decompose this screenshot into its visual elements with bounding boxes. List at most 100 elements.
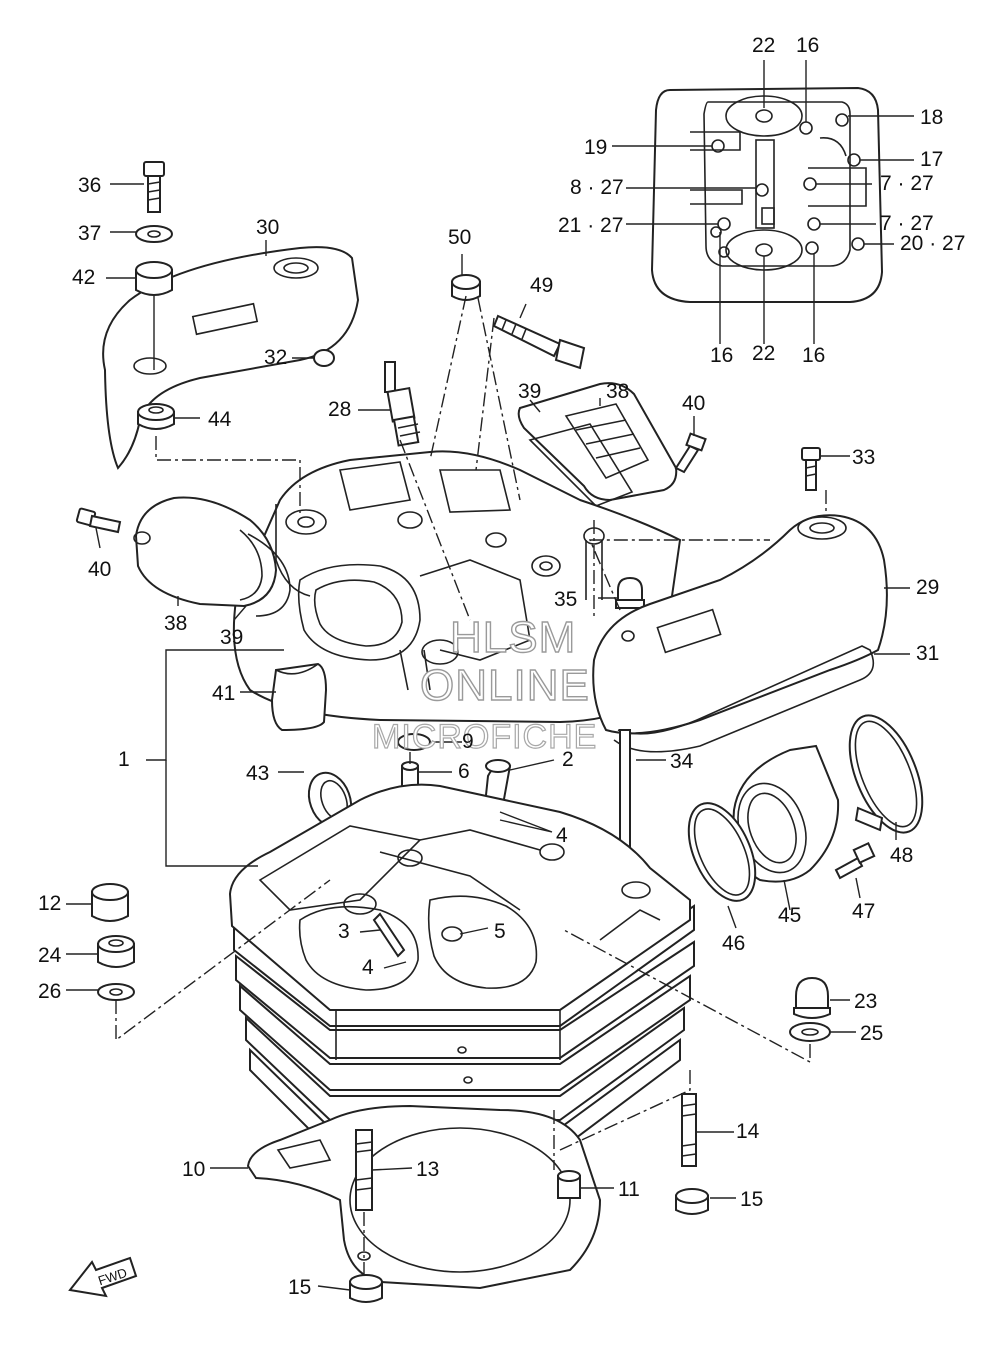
callout-label-l38a: 38 [164,612,187,635]
callout-label-l20: 20 · 27 [900,232,965,255]
inset-head-top-view [650,86,884,303]
callout-label-l11: 11 [618,1178,640,1201]
bolt-33 [801,447,821,491]
cylinder-head [228,783,695,1151]
callout-label-l41: 41 [212,682,235,705]
gasket-31 [613,645,875,753]
callout-label-l3: 3 [338,920,350,943]
tappet-cover-38-left [133,496,278,608]
callout-label-l1: 1 [118,748,130,771]
nut-15-lower [349,1274,383,1303]
callout-label-l22a: 22 [752,34,775,57]
cap-32 [313,349,335,367]
bolt-40-right [674,432,707,474]
bolt-47 [834,841,876,880]
o-ring-9 [397,733,431,751]
callout-label-l31: 31 [916,642,939,665]
callout-label-l8: 8 · 27 [570,176,624,199]
tappet-cover-38-right [517,382,678,502]
callout-label-l23: 23 [854,990,877,1013]
callout-label-l44: 44 [208,408,232,431]
callout-label-l15a: 15 [740,1188,763,1211]
callout-label-l26: 26 [38,980,61,1003]
head-gasket-10 [246,1104,602,1290]
leader-lines [66,60,914,1291]
watermark: HLSM ONLINE MICROFICHE [371,612,597,756]
callout-label-l5: 5 [494,920,506,943]
bolt-49 [492,314,586,370]
callout-label-l18: 18 [920,106,943,129]
callout-label-l45: 45 [778,904,801,927]
alignment-lines [115,295,827,1280]
callout-label-l22b: 22 [752,342,775,365]
dowel-6 [401,761,419,787]
watermark-line3: MICROFICHE [372,718,597,756]
stem-3 [372,912,406,958]
callout-label-l2: 2 [562,748,574,771]
callout-label-l24: 24 [38,944,62,967]
callout-label-l34: 34 [670,750,694,773]
callout-label-l49: 49 [530,274,553,297]
callout-label-l30: 30 [256,216,279,239]
collar-44 [137,403,175,430]
callout-label-l47: 47 [852,900,875,923]
callout-label-l14: 14 [736,1120,760,1143]
cap-nut-23 [793,976,831,1019]
callout-label-l17: 17 [920,148,943,171]
callout-label-l43: 43 [246,762,269,785]
watermark-line2: ONLINE [420,661,590,710]
callout-label-l28: 28 [328,398,351,421]
callout-label-l33: 33 [852,446,875,469]
callout-label-l37: 37 [78,222,101,245]
watermark-line1: HLSM [450,613,576,662]
callout-label-l40b: 40 [682,392,705,415]
nut-15-right [675,1188,709,1215]
nut-50 [451,274,481,301]
callout-label-l16c: 16 [802,344,825,367]
callout-label-l16a: 16 [796,34,819,57]
callout-label-l15b: 15 [288,1276,311,1299]
cap-nut-35 [615,576,645,609]
bolt-40-left [75,507,122,534]
callout-label-l4a: 4 [556,824,568,847]
callout-label-l40a: 40 [88,558,111,581]
grommet-42 [135,261,173,296]
washer-25 [789,1022,831,1042]
bolt-36 [143,161,165,213]
gasket-39-right [528,423,634,507]
washer-26 [97,983,135,1001]
callout-label-l39b: 39 [518,380,541,403]
gasket-39-left [247,533,291,617]
callout-label-l29: 29 [916,576,939,599]
callout-label-l32: 32 [264,346,287,369]
cap-41 [270,662,328,732]
callout-label-l38b: 38 [606,380,629,403]
o-ring-46 [687,802,757,902]
callout-label-l21: 21 · 27 [558,214,623,237]
callout-label-l6: 6 [458,760,470,783]
nut-24 [97,935,135,968]
callout-label-l50: 50 [448,226,471,249]
callout-label-l9: 9 [462,730,474,753]
callout-label-l36: 36 [78,174,101,197]
callout-label-l13: 13 [416,1158,439,1181]
spark-plug-28 [384,361,421,447]
clamp-48 [848,714,924,834]
callout-label-l4b: 4 [362,956,374,979]
callout-label-l10: 10 [182,1158,205,1181]
callout-label-l42: 42 [72,266,95,289]
grommet-12 [91,883,129,922]
washer-37 [135,225,173,243]
fwd-arrow-icon: FWD [68,1256,138,1298]
callout-label-l46: 46 [722,932,745,955]
callout-label-l7a: 7 · 27 [880,172,934,195]
callout-label-l12: 12 [38,892,61,915]
side-cover-left [102,246,360,470]
callout-label-l25: 25 [860,1022,883,1045]
callout-label-l19: 19 [584,136,607,159]
callout-label-l7b: 7 · 27 [880,212,934,235]
callout-label-l16b: 16 [710,344,733,367]
